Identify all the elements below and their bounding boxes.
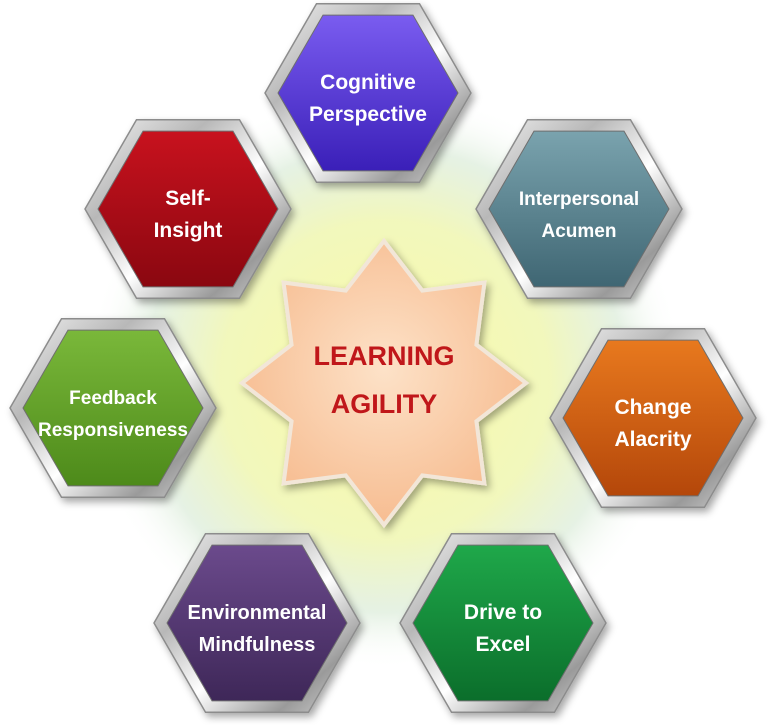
center-label-line2: AGILITY (331, 389, 438, 419)
hexagon-label-line1-self: Self- (165, 187, 211, 210)
hexagon-drive: Drive to Excel (399, 533, 607, 713)
hexagon-fill-cognitive (277, 14, 459, 172)
hexagon-fill-environmental (166, 544, 348, 702)
hexagon-label-line1-change: Change (614, 396, 691, 419)
hexagon-label-line1-cognitive: Cognitive (320, 71, 416, 94)
hexagon-label-line2-environmental: Mindfulness (199, 634, 316, 656)
hexagon-label-line2-feedback: Responsiveness (38, 420, 188, 441)
hexagon-label-line1-environmental: Environmental (188, 602, 327, 624)
hexagon-label-line2-self: Insight (154, 219, 223, 242)
hexagon-label-line2-interpersonal: Acumen (542, 221, 617, 242)
hexagon-fill-feedback (22, 329, 204, 487)
hexagon-fill-self (97, 130, 279, 288)
hexagon-label-line1-feedback: Feedback (69, 388, 157, 409)
hexagon-label-line2-change: Alacrity (614, 428, 691, 451)
hexagon-self: Self- Insight (84, 119, 292, 299)
hexagon-fill-change (562, 339, 744, 497)
center-star: LEARNING AGILITY (238, 237, 530, 529)
center-label-line1: LEARNING (314, 341, 455, 371)
hexagon-label-line2-cognitive: Perspective (309, 103, 427, 126)
center-star-shape (238, 237, 530, 529)
hexagon-group: CognitivePerspectiveInterpersonalAcumenC… (9, 3, 757, 713)
hexagon-label-line1-interpersonal: Interpersonal (519, 189, 639, 210)
hexagon-label-line1-drive: Drive to (464, 601, 542, 624)
hexagon-fill-interpersonal (488, 130, 670, 288)
hexagon-fill-drive (412, 544, 594, 702)
hexagon-label-line2-drive: Excel (476, 633, 531, 656)
